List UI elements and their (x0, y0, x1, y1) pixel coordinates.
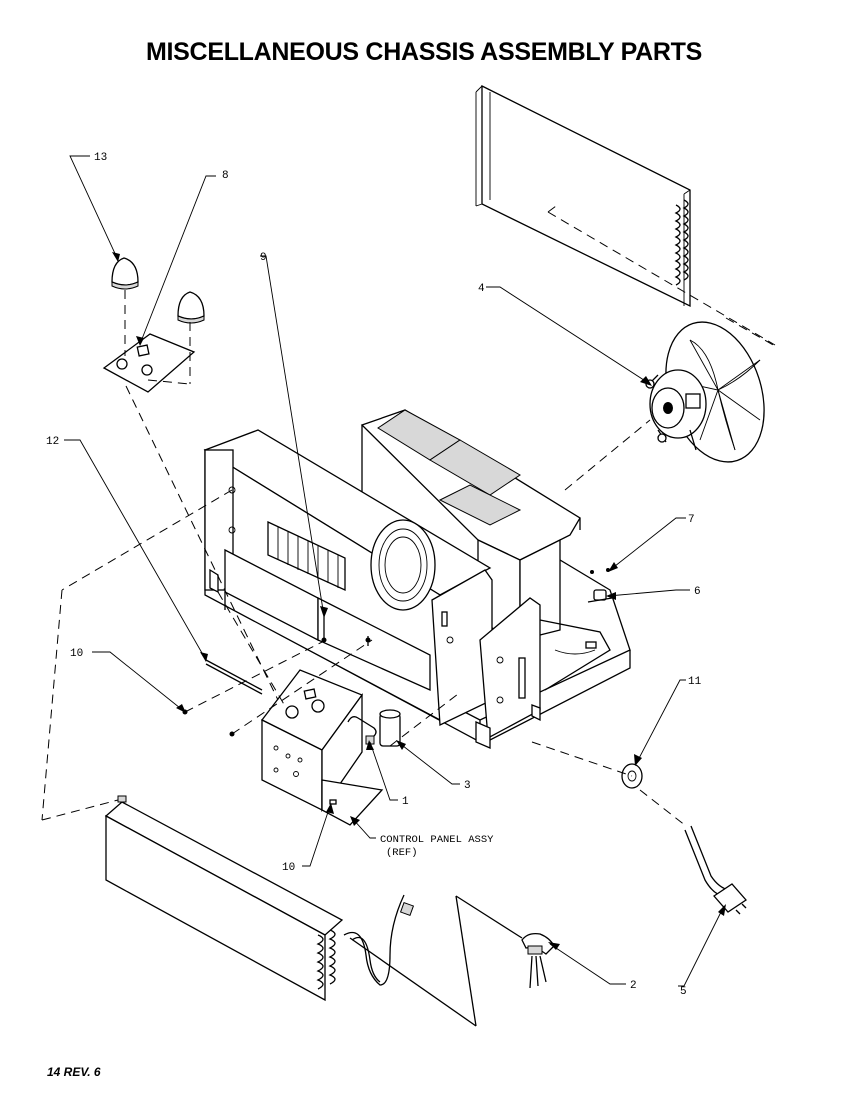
power-cord (684, 825, 747, 915)
callout-11: 11 (688, 676, 702, 688)
page-title: MISCELLANEOUS CHASSIS ASSEMBLY PARTS (146, 38, 702, 66)
callout-numbers: 13 8 9 4 12 7 6 10 11 3 1 10 2 5 CONTROL… (46, 152, 702, 998)
evaporator-coil (104, 795, 415, 1002)
page-footer: 14 REV. 6 (47, 1065, 101, 1079)
callout-3: 3 (464, 780, 471, 792)
callout-13: 13 (94, 152, 107, 164)
callout-10-lower: 10 (282, 862, 295, 874)
main-chassis (203, 409, 631, 749)
callout-6: 6 (694, 586, 701, 598)
callout-7: 7 (688, 514, 695, 526)
control-panel-ref-label-line2: (REF) (386, 847, 418, 859)
control-panel-ref-label-line1: CONTROL PANEL ASSY (380, 834, 494, 846)
condenser-coil (475, 84, 776, 346)
callout-5: 5 (680, 986, 687, 998)
callout-2: 2 (630, 980, 637, 992)
callout-10-upper: 10 (70, 648, 83, 660)
reference-lines (41, 385, 687, 1027)
sensor-clip (521, 932, 555, 989)
knob-panel-plate (102, 290, 196, 393)
callout-1: 1 (402, 796, 409, 808)
control-knobs (111, 257, 205, 324)
callout-8: 8 (222, 170, 229, 182)
callout-4: 4 (478, 283, 485, 295)
control-panel-assembly (261, 669, 401, 826)
callout-9: 9 (260, 252, 267, 264)
fan-motor-assembly (564, 317, 776, 491)
leader-lines (64, 155, 726, 987)
callout-12: 12 (46, 436, 59, 448)
